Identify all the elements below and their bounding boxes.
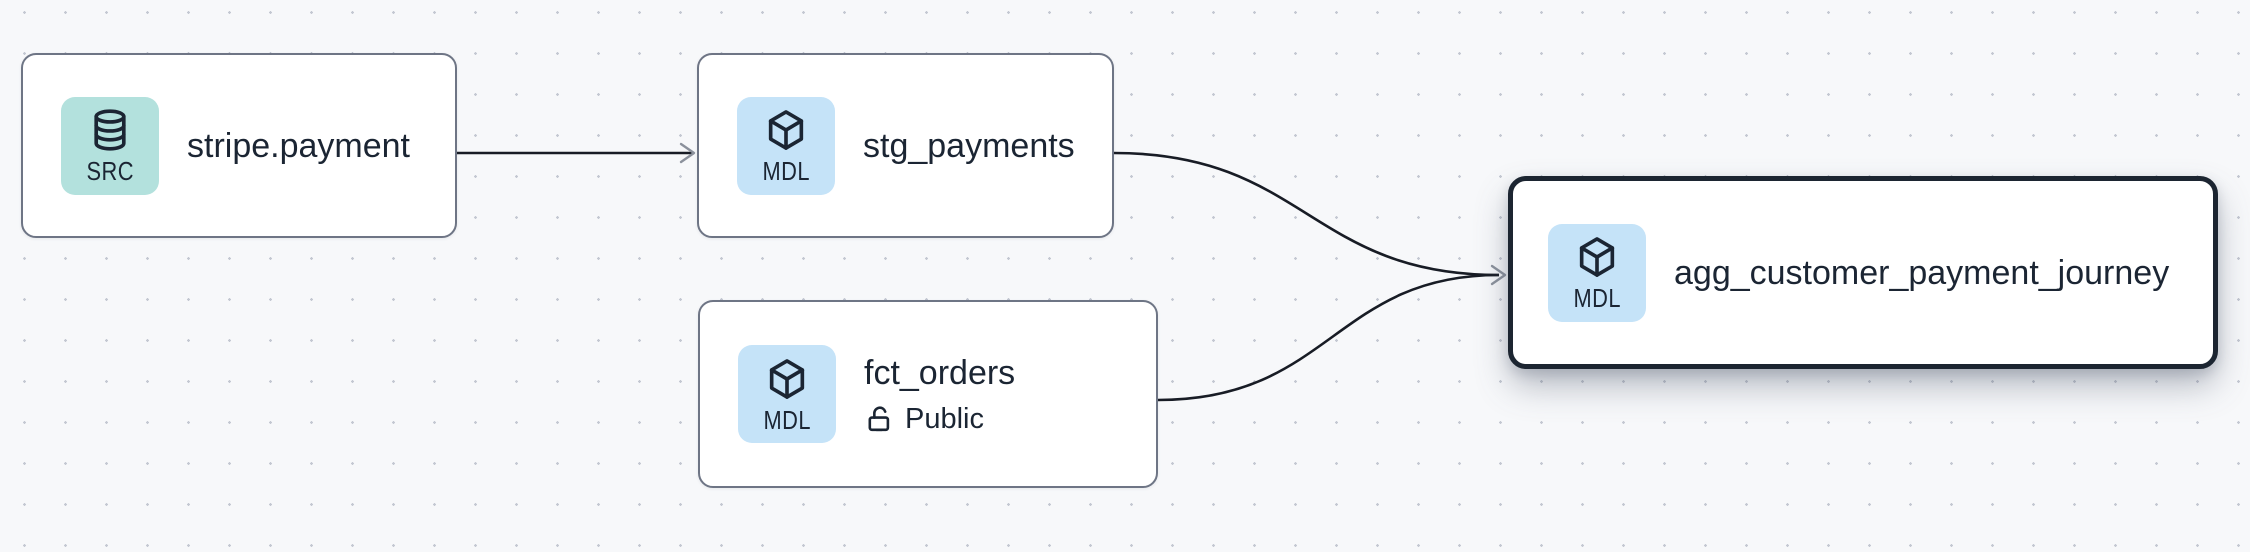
access-label: Public bbox=[905, 403, 984, 435]
node-agg-customer-payment-journey[interactable]: MDL agg_customer_payment_journey bbox=[1508, 176, 2218, 369]
node-title: stripe.payment bbox=[187, 126, 410, 165]
database-icon bbox=[94, 109, 126, 151]
cube-icon bbox=[768, 110, 804, 150]
node-stripe-payment[interactable]: SRC stripe.payment bbox=[21, 53, 457, 238]
badge-label: MDL bbox=[1573, 283, 1621, 313]
node-stg-payments[interactable]: MDL stg_payments bbox=[697, 53, 1114, 238]
access-row: Public bbox=[864, 401, 1015, 437]
edge-fct-orders-to-agg-customer-payment-journey bbox=[1157, 273, 1500, 402]
badge-label: SRC bbox=[86, 156, 134, 186]
arrowhead-into-agg-customer-payment-journey bbox=[1490, 264, 1507, 286]
model-badge: MDL bbox=[737, 96, 835, 195]
arrowhead-into-stg-payments bbox=[679, 142, 696, 164]
node-title: stg_payments bbox=[863, 126, 1075, 165]
model-badge: MDL bbox=[738, 345, 836, 443]
node-title: agg_customer_payment_journey bbox=[1674, 253, 2170, 292]
badge-label: MDL bbox=[762, 156, 810, 186]
model-badge: MDL bbox=[1548, 223, 1646, 322]
source-badge: SRC bbox=[61, 96, 159, 195]
cube-icon bbox=[1579, 237, 1615, 277]
node-fct-orders[interactable]: MDL fct_orders Public bbox=[698, 300, 1158, 488]
edge-stg-payments-to-agg-customer-payment-journey bbox=[1113, 151, 1500, 277]
node-title: fct_orders bbox=[864, 354, 1016, 392]
badge-label: MDL bbox=[763, 404, 811, 435]
cube-icon bbox=[769, 358, 805, 399]
unlock-icon bbox=[868, 405, 890, 431]
